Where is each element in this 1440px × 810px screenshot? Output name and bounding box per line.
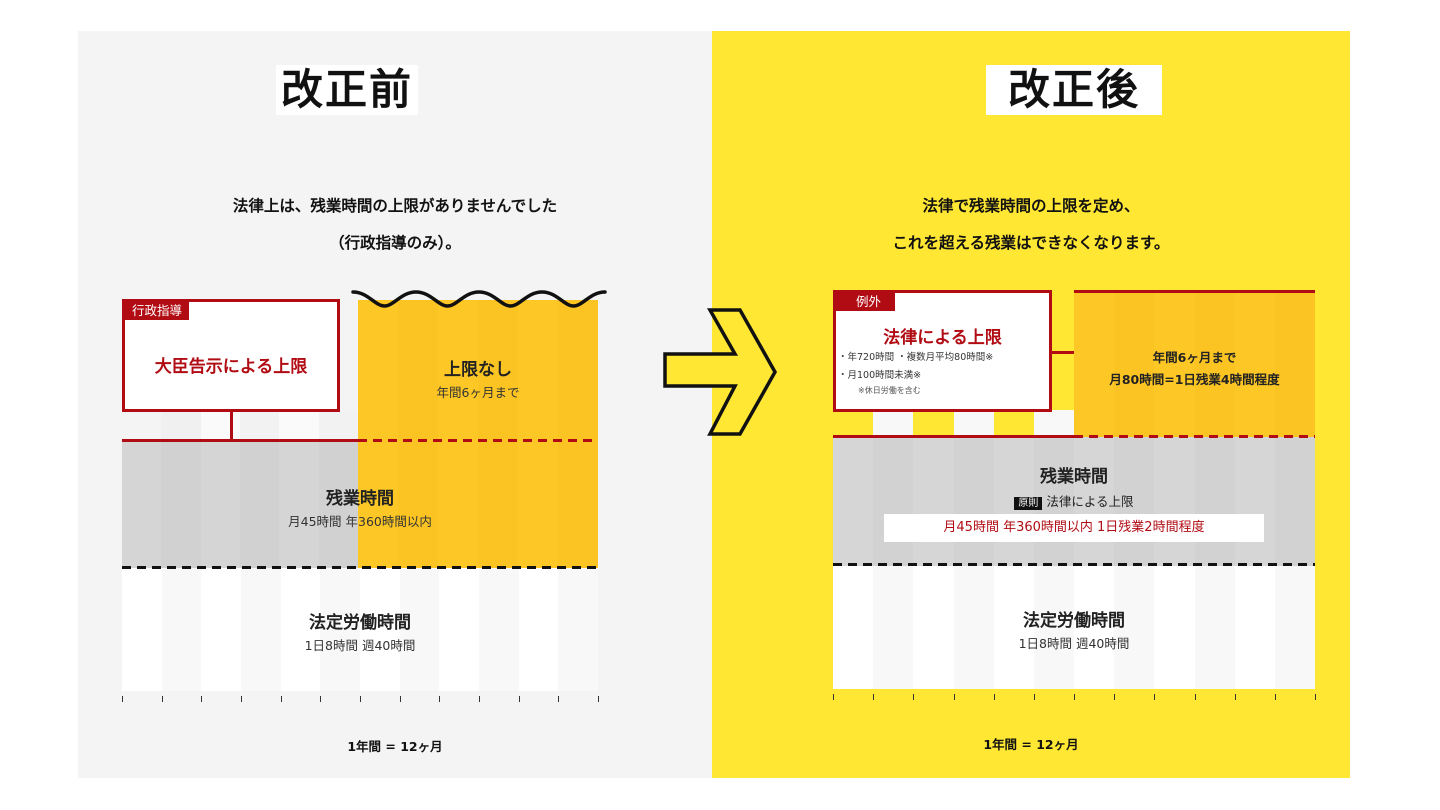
guidance-tag: 行政指導: [125, 302, 190, 320]
six-month-line1: 年間6ヶ月まで: [1152, 350, 1237, 365]
before-lead-line2: （行政指導のみ）。: [329, 234, 461, 252]
before-month-ticks: [122, 696, 599, 702]
no-limit-sub: 年間6ヶ月まで: [436, 385, 520, 400]
before-no-limit-area: [358, 300, 598, 568]
after-exception-box: 例外 法律による上限 ・年720時間 ・複数月平均80時間※ ・月100時間未満…: [833, 290, 1052, 412]
after-statutory-label: 法定労働時間 1日8時間 週40時間: [833, 606, 1315, 652]
principle-badge: 原則: [1014, 497, 1043, 510]
after-lead-line1: 法律で残業時間の上限を定め、: [922, 197, 1140, 215]
after-statutory-area: [833, 566, 1316, 689]
principle-label: 法律による上限: [1046, 494, 1134, 509]
after-title: 改正後: [986, 65, 1162, 115]
wave-icon: [351, 290, 607, 308]
before-upper-stripes: [122, 411, 358, 442]
guidance-connector: [230, 411, 233, 440]
before-guidance-limit-line: [122, 439, 358, 442]
exception-item2: ・月100時間未満※: [838, 370, 922, 381]
after-month-ticks: [833, 694, 1316, 700]
after-footer: 1年間 = 12ヶ月: [983, 737, 1079, 752]
after-overtime-title: 残業時間: [1040, 467, 1108, 487]
after-upper-stripes: [833, 410, 1075, 437]
exception-item1: ・年720時間 ・複数月平均80時間※: [838, 352, 994, 363]
principle-row: 原則法律による上限: [833, 491, 1315, 510]
before-statutory-sub: 1日8時間 週40時間: [304, 638, 416, 653]
before-statutory-area: [122, 568, 599, 691]
before-statutory-line: [122, 566, 598, 569]
after-exception-cap-line: [1074, 290, 1315, 293]
exception-tag: 例外: [836, 293, 896, 311]
principle-limits-box: 月45時間 年360時間以内 1日残業2時間程度: [884, 514, 1264, 542]
guidance-box-label: 大臣告示による上限: [154, 357, 308, 377]
before-overtime-area: [122, 442, 358, 568]
before-guidance-box: 行政指導 大臣告示による上限: [122, 299, 340, 412]
before-title: 改正前: [276, 65, 418, 115]
after-statutory-sub: 1日8時間 週40時間: [1018, 636, 1130, 651]
before-overtime-sub: 月45時間 年360時間以内: [288, 514, 432, 529]
after-principle-limit-dashed: [1074, 435, 1315, 438]
after-principle-limit-line: [833, 435, 1074, 438]
after-overtime-label: 残業時間 原則法律による上限: [833, 462, 1315, 510]
before-statutory-title: 法定労働時間: [309, 613, 411, 633]
before-footer: 1年間 = 12ヶ月: [347, 739, 443, 754]
before-statutory-label: 法定労働時間 1日8時間 週40時間: [122, 608, 598, 654]
after-six-month-area: [1074, 291, 1316, 437]
before-guidance-limit-dashed: [358, 439, 598, 442]
no-limit-label: 上限なし 年間6ヶ月まで: [358, 355, 598, 401]
arrow-right-icon: [663, 308, 778, 436]
before-overtime-title: 残業時間: [326, 489, 394, 509]
after-lead-line2: これを超える残業はできなくなります。: [892, 234, 1170, 252]
before-lead-line1: 法律上は、残業時間の上限がありませんでした: [232, 197, 558, 215]
six-month-line2: 月80時間=1日残業4時間程度: [1109, 372, 1280, 387]
six-month-label: 年間6ヶ月まで 月80時間=1日残業4時間程度: [1074, 347, 1315, 388]
exception-connector: [1049, 351, 1074, 354]
exception-note: ※休日労働を含む: [858, 386, 921, 395]
exception-title: 法律による上限: [883, 328, 1002, 348]
no-limit-title: 上限なし: [444, 360, 512, 380]
after-statutory-line: [833, 563, 1315, 566]
after-statutory-title: 法定労働時間: [1023, 611, 1125, 631]
after-overtime-area: [833, 437, 1316, 566]
before-overtime-label: 残業時間 月45時間 年360時間以内: [122, 484, 598, 530]
